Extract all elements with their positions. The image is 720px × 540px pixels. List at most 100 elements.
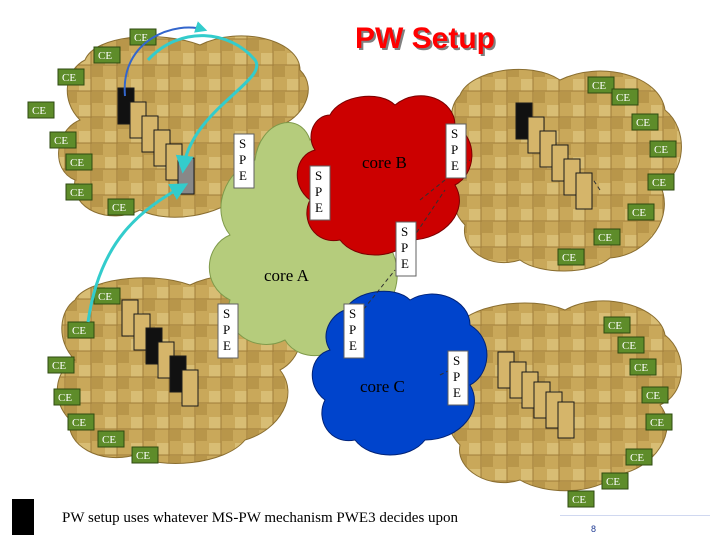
svg-text:S: S (239, 136, 246, 151)
spe-node: SPE (395, 221, 417, 277)
ce-node: CE (641, 386, 669, 404)
ce-node: CE (557, 248, 585, 266)
svg-text:E: E (401, 256, 409, 271)
svg-text:CE: CE (592, 80, 606, 92)
svg-text:P: P (401, 240, 408, 255)
svg-text:CE: CE (136, 450, 150, 462)
ce-node: CE (131, 446, 159, 464)
ce-node: CE (57, 68, 85, 86)
svg-text:CE: CE (134, 32, 148, 44)
svg-text:CE: CE (98, 291, 112, 303)
svg-text:P: P (315, 184, 322, 199)
svg-text:E: E (239, 168, 247, 183)
ce-node: CE (629, 358, 657, 376)
slide-left-bar (12, 499, 34, 535)
svg-text:CE: CE (70, 157, 84, 169)
ce-node: CE (627, 203, 655, 221)
ce-node: CE (47, 356, 75, 374)
svg-text:P: P (349, 322, 356, 337)
ce-node: CE (53, 388, 81, 406)
slide-title: PW Setup (355, 22, 495, 55)
svg-text:CE: CE (632, 207, 646, 219)
svg-text:CE: CE (630, 452, 644, 464)
svg-text:S: S (453, 353, 460, 368)
svg-text:S: S (315, 168, 322, 183)
svg-text:CE: CE (52, 360, 66, 372)
svg-text:CE: CE (606, 476, 620, 488)
ce-node: CE (27, 101, 55, 119)
ce-node: CE (611, 88, 639, 106)
spe-node: SPE (217, 303, 239, 359)
svg-text:E: E (223, 338, 231, 353)
svg-text:CE: CE (608, 320, 622, 332)
svg-text:CE: CE (562, 252, 576, 264)
ce-node: CE (93, 287, 121, 305)
svg-text:E: E (451, 158, 459, 173)
svg-text:CE: CE (72, 325, 86, 337)
svg-text:P: P (239, 152, 246, 167)
spe-node: SPE (233, 133, 255, 189)
ce-node: CE (603, 316, 631, 334)
ce-node: CE (65, 153, 93, 171)
svg-text:CE: CE (112, 202, 126, 214)
ce-node: CE (49, 131, 77, 149)
ce-device (181, 369, 199, 407)
svg-text:CE: CE (598, 232, 612, 244)
svg-text:CE: CE (102, 434, 116, 446)
svg-text:CE: CE (650, 417, 664, 429)
svg-text:E: E (349, 338, 357, 353)
svg-text:CE: CE (70, 187, 84, 199)
svg-text:E: E (315, 200, 323, 215)
svg-text:CE: CE (654, 144, 668, 156)
core-b-cloud (296, 95, 473, 256)
spe-node: SPE (343, 303, 365, 359)
core-b-label: core B (362, 153, 407, 172)
pw-signalling-arrows (86, 21, 259, 323)
svg-text:CE: CE (572, 494, 586, 506)
ce-node: CE (107, 198, 135, 216)
svg-text:S: S (223, 306, 230, 321)
ce-node: CE (93, 46, 121, 64)
core-c-label: core C (360, 377, 405, 396)
footer-bar (560, 515, 710, 540)
page-number: 8 (591, 524, 597, 534)
svg-text:CE: CE (62, 72, 76, 84)
svg-text:CE: CE (646, 390, 660, 402)
ce-node: CE (567, 490, 595, 508)
svg-text:CE: CE (54, 135, 68, 147)
ce-node: CE (645, 413, 673, 431)
svg-text:CE: CE (616, 92, 630, 104)
svg-text:P: P (453, 369, 460, 384)
ce-node: CE (625, 448, 653, 466)
svg-text:P: P (451, 142, 458, 157)
ce-device (557, 401, 575, 439)
ce-node: CE (593, 228, 621, 246)
svg-text:CE: CE (58, 392, 72, 404)
ce-node: CE (587, 76, 615, 94)
svg-text:CE: CE (652, 177, 666, 189)
svg-text:CE: CE (32, 105, 46, 117)
core-a-label: core A (264, 266, 310, 285)
svg-text:CE: CE (622, 340, 636, 352)
svg-text:P: P (223, 322, 230, 337)
slide-caption: PW setup uses whatever MS-PW mechanism P… (62, 510, 459, 526)
svg-text:CE: CE (634, 362, 648, 374)
ce-node: CE (649, 140, 677, 158)
spe-node: SPE (309, 165, 331, 221)
ce-labels: CE CE CE CE CE CE CE CE CE CE CE CE CE CE CE CE CE CE CE CE… (27, 28, 677, 508)
ce-node: CE (97, 430, 125, 448)
spe-node: SPE (447, 350, 469, 406)
ce-node: CE (65, 183, 93, 201)
ce-node: CE (647, 173, 675, 191)
ce-node: CE (617, 336, 645, 354)
spe-node: SPE (445, 123, 467, 179)
ce-node: CE (601, 472, 629, 490)
svg-text:S: S (349, 306, 356, 321)
ce-node: CE (631, 113, 659, 131)
svg-text:E: E (453, 385, 461, 400)
svg-text:CE: CE (98, 50, 112, 62)
svg-text:CE: CE (636, 117, 650, 129)
svg-text:S: S (401, 224, 408, 239)
